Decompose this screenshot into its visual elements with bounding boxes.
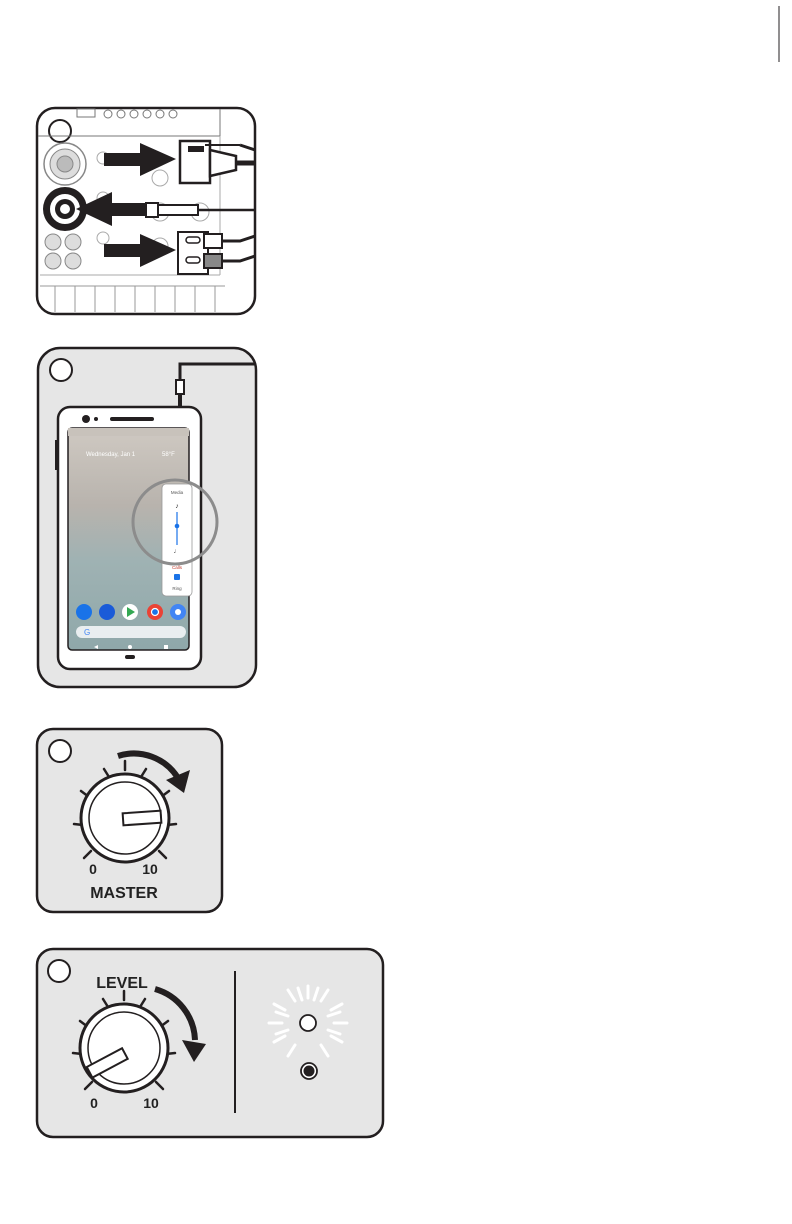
music-note-icon: ♩ bbox=[174, 548, 181, 555]
knob-indicator bbox=[123, 811, 162, 826]
step-marker-2 bbox=[50, 359, 72, 381]
front-camera-icon bbox=[82, 415, 90, 423]
volume-label-ring: Ring bbox=[172, 586, 182, 591]
level-label: LEVEL bbox=[96, 975, 148, 992]
messages-app-icon[interactable] bbox=[99, 604, 115, 620]
volume-panel: Media ♪ ♩ Calls Ring bbox=[162, 484, 192, 596]
recents-icon[interactable] bbox=[164, 645, 168, 649]
master-scale-min: 0 bbox=[89, 861, 97, 877]
panel-master: 0 10 MASTER bbox=[37, 729, 222, 912]
led-indicator-lit bbox=[300, 1015, 316, 1031]
earpiece bbox=[110, 417, 154, 421]
step-marker-3 bbox=[49, 740, 71, 762]
step-marker-4 bbox=[48, 960, 70, 982]
lockscreen-date: Wednesday, Jan 1 bbox=[86, 452, 136, 458]
level-scale-max: 10 bbox=[143, 1095, 159, 1111]
input-jack-top bbox=[44, 143, 86, 185]
media-volume-thumb[interactable] bbox=[175, 524, 180, 529]
level-scale-min: 0 bbox=[90, 1095, 98, 1111]
step-marker-1 bbox=[49, 120, 71, 142]
level-knob[interactable] bbox=[80, 1004, 168, 1092]
panel-connect bbox=[37, 108, 255, 314]
google-g-icon: G bbox=[84, 628, 90, 637]
media-icon: ♪ bbox=[175, 503, 179, 510]
phone-app-icon[interactable] bbox=[76, 604, 92, 620]
google-search-bar[interactable] bbox=[76, 626, 186, 638]
bell-icon bbox=[174, 574, 180, 580]
home-icon[interactable] bbox=[128, 645, 132, 649]
master-knob[interactable] bbox=[81, 774, 169, 862]
phone: Wednesday, Jan 1 58°F Media ♪ ♩ Calls Ri… bbox=[55, 407, 217, 669]
master-label: MASTER bbox=[90, 885, 158, 902]
volume-label-calls: Calls bbox=[172, 565, 183, 570]
panel-phone: Wednesday, Jan 1 58°F Media ♪ ♩ Calls Ri… bbox=[38, 348, 256, 687]
panel-level: LEVEL 0 10 bbox=[37, 949, 383, 1137]
lockscreen-weather: 58°F bbox=[162, 452, 175, 458]
volume-label-media: Media bbox=[171, 490, 184, 495]
master-scale-max: 10 bbox=[142, 861, 158, 877]
